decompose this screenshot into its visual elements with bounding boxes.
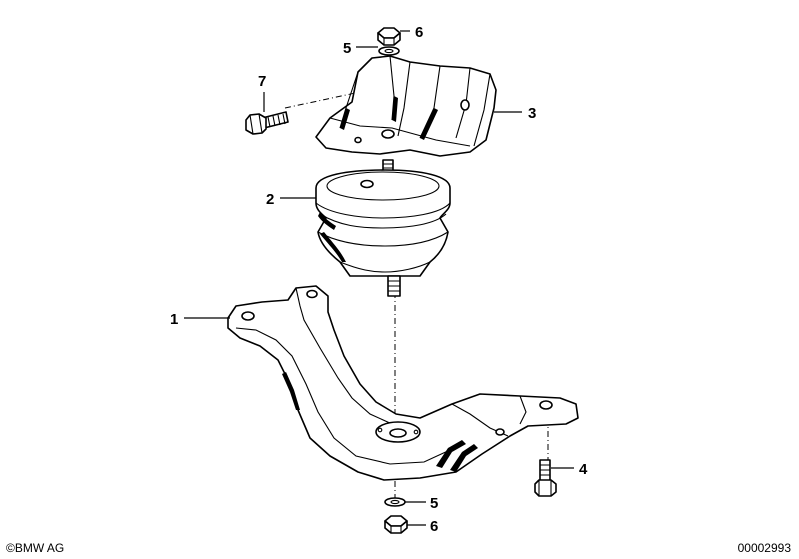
engine-support-arm — [227, 285, 579, 481]
engine-mount-rubber — [315, 159, 451, 297]
callout-6-bottom: 6 — [430, 518, 438, 535]
callout-7: 7 — [258, 73, 266, 90]
washer-top — [378, 46, 400, 56]
hex-bolt-4 — [534, 459, 557, 497]
document-number: 00002993 — [737, 541, 791, 555]
copyright-notice: ©BMW AG — [6, 541, 64, 555]
hex-nut-bottom — [384, 515, 408, 534]
hex-nut-top — [377, 27, 401, 46]
callout-2: 2 — [266, 191, 274, 208]
washer-bottom — [384, 497, 406, 507]
hex-bolt-7 — [245, 111, 289, 135]
callout-1: 1 — [170, 311, 178, 328]
callout-5-bottom: 5 — [430, 495, 438, 512]
copyright-text: BMW AG — [14, 541, 65, 555]
callout-3: 3 — [528, 105, 536, 122]
copyright-symbol: © — [6, 541, 15, 555]
callout-4: 4 — [579, 461, 588, 478]
engine-bracket — [315, 55, 497, 157]
leader-lines — [184, 30, 574, 526]
callout-6-top: 6 — [415, 24, 423, 41]
callout-5-top: 5 — [343, 40, 351, 57]
